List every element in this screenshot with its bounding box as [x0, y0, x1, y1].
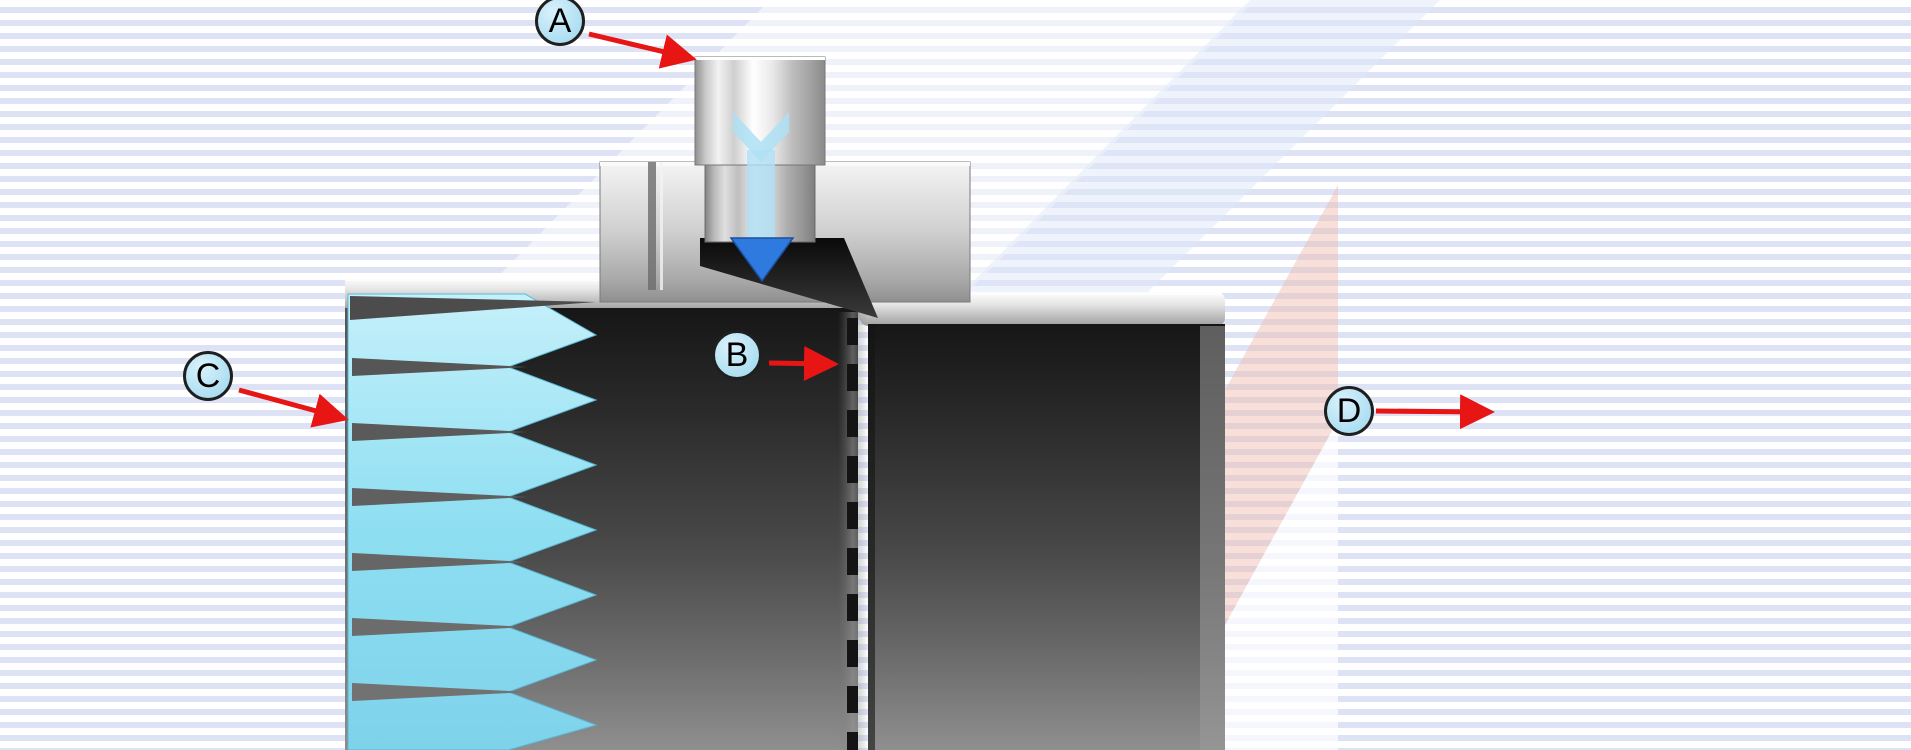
callout-label-a: A [535, 0, 585, 46]
callout-letter-c: C [195, 356, 221, 395]
thread-section [347, 293, 598, 750]
callout-arrow-d [1375, 394, 1495, 430]
flow-arrow [729, 112, 795, 283]
callout-label-c: C [183, 351, 233, 401]
callout-arrow-a [588, 31, 697, 69]
callout-arrow-c [238, 387, 349, 428]
callout-arrow-b [768, 346, 839, 382]
callout-label-d: D [1324, 386, 1374, 436]
callout-label-b: B [712, 330, 762, 380]
callout-letter-d: D [1336, 391, 1362, 430]
callout-letter-a: A [548, 1, 572, 40]
callout-letter-b: B [725, 335, 749, 374]
